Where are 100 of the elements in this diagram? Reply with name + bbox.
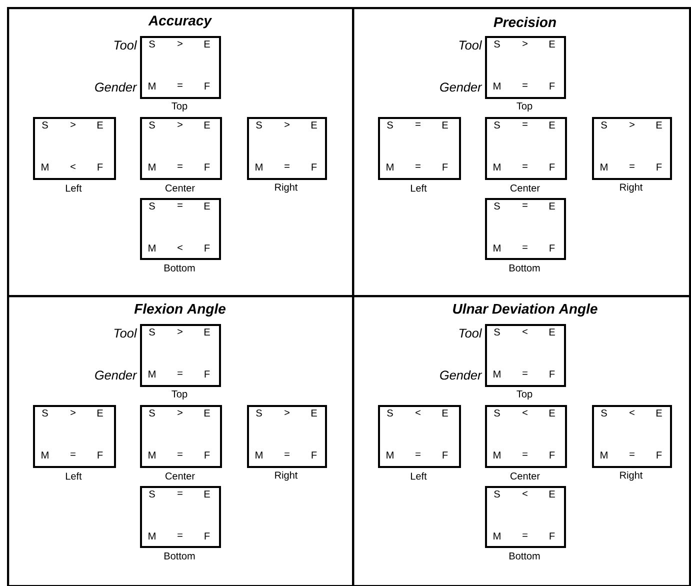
group-letter: M: [148, 164, 156, 170]
group-letter: M: [600, 164, 608, 170]
group-letter: E: [204, 410, 210, 416]
comparison-sign: >: [178, 329, 182, 334]
group-letter: S: [149, 202, 155, 210]
group-letter: F: [656, 452, 662, 458]
group-letter: S: [149, 328, 155, 336]
position-label: Bottom: [164, 264, 195, 272]
factor-label: Tool: [459, 328, 482, 338]
group-letter: S: [149, 121, 155, 129]
comparison-sign: >: [178, 41, 182, 46]
group-letter: S: [494, 490, 500, 498]
group-letter: E: [442, 410, 448, 416]
group-letter: E: [550, 410, 555, 416]
comparison-sign: =: [178, 452, 182, 456]
position-label: Bottom: [510, 552, 540, 560]
group-letter: M: [494, 164, 500, 170]
group-letter: M: [600, 452, 608, 458]
group-letter: F: [204, 452, 210, 458]
position-label: Left: [411, 184, 427, 192]
comparison-sign: =: [522, 84, 528, 87]
comparison-sign: <: [70, 164, 76, 170]
comparison-sign: =: [522, 534, 528, 537]
position-label: Left: [66, 184, 82, 192]
comparison-sign: =: [416, 452, 420, 456]
position-label: Left: [411, 472, 427, 480]
comparison-sign: >: [630, 122, 634, 128]
comparison-sign: <: [522, 410, 528, 416]
comparison-sign: =: [70, 452, 76, 456]
group-letter: M: [494, 452, 500, 458]
factor-label: Gender: [440, 82, 482, 92]
position-label: Top: [516, 102, 532, 112]
comparison-sign: =: [284, 164, 290, 168]
group-letter: S: [601, 409, 607, 417]
position-label: Right: [275, 471, 298, 481]
panel: [7, 295, 354, 586]
comparison-sign: =: [178, 204, 182, 207]
position-label: Top: [172, 102, 188, 112]
comparison-sign: >: [70, 122, 76, 128]
group-letter: M: [494, 82, 500, 90]
position-label: Bottom: [510, 264, 540, 272]
group-letter: F: [656, 164, 662, 170]
comparison-sign: =: [178, 534, 182, 537]
factor-label: Gender: [95, 82, 138, 92]
comparison-sign: =: [284, 452, 290, 456]
comparison-sign: <: [522, 329, 528, 334]
group-letter: F: [550, 164, 555, 170]
position-label: Right: [620, 471, 643, 481]
factor-label: Tool: [114, 40, 138, 50]
panel-title: Precision: [494, 16, 556, 28]
group-letter: E: [311, 410, 317, 416]
group-letter: M: [148, 532, 156, 540]
group-letter: E: [97, 122, 103, 128]
factor-label: Gender: [440, 370, 482, 380]
position-label: Center: [510, 184, 540, 192]
group-letter: F: [550, 82, 555, 90]
group-letter: S: [387, 409, 393, 417]
position-label: Center: [510, 472, 540, 480]
comparison-sign: =: [416, 122, 420, 126]
group-letter: E: [204, 122, 210, 128]
panel: [352, 7, 691, 298]
comparison-sign: >: [178, 410, 182, 416]
group-letter: S: [256, 121, 262, 129]
group-letter: S: [494, 121, 500, 129]
group-letter: M: [42, 452, 48, 458]
comparison-sign: =: [522, 372, 528, 375]
comparison-sign: >: [522, 41, 528, 46]
group-letter: E: [204, 490, 210, 498]
comparison-sign: =: [522, 122, 528, 126]
comparison-sign: >: [284, 122, 290, 128]
group-letter: E: [204, 328, 210, 336]
group-letter: F: [98, 452, 103, 458]
group-letter: E: [550, 40, 555, 48]
comparison-sign: <: [416, 410, 420, 416]
position-label: Bottom: [164, 552, 195, 560]
comparison-sign: >: [178, 122, 182, 128]
group-letter: F: [312, 164, 317, 170]
group-letter: F: [204, 532, 210, 540]
group-letter: E: [550, 122, 555, 128]
group-letter: S: [149, 409, 155, 417]
comparison-sign: =: [522, 204, 528, 207]
group-letter: S: [494, 409, 500, 417]
group-letter: S: [494, 202, 500, 210]
comparison-sign: =: [416, 164, 420, 168]
group-letter: F: [550, 452, 555, 458]
comparison-sign: <: [630, 410, 634, 416]
factor-label: Tool: [114, 328, 138, 338]
position-label: Center: [166, 472, 195, 480]
group-letter: M: [256, 452, 262, 458]
group-letter: M: [256, 164, 262, 170]
group-letter: S: [256, 409, 262, 417]
group-letter: E: [550, 490, 555, 498]
comparison-sign: <: [522, 491, 528, 496]
group-letter: M: [386, 452, 394, 458]
group-letter: S: [601, 121, 607, 129]
group-letter: S: [149, 40, 155, 48]
group-letter: F: [312, 452, 317, 458]
group-letter: F: [204, 370, 210, 378]
panel-title: Ulnar Deviation Angle: [453, 303, 598, 317]
group-letter: E: [97, 410, 103, 416]
